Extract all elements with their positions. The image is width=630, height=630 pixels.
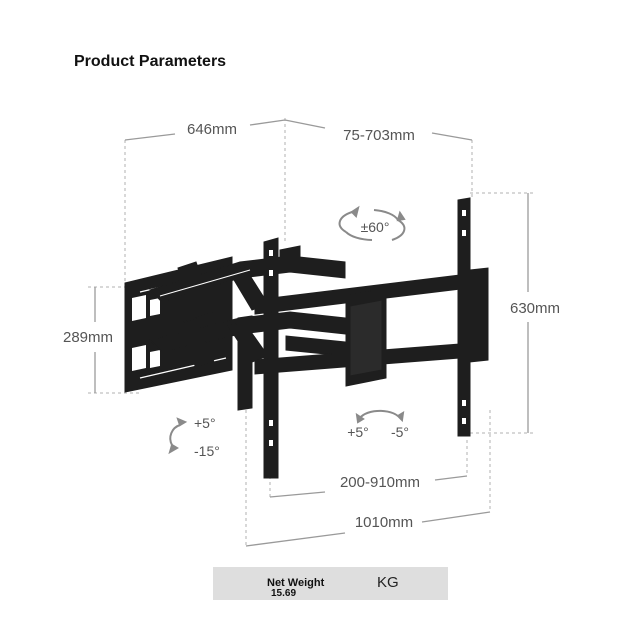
upper-arm	[149, 245, 346, 319]
total-width-label: 1010mm	[355, 514, 413, 531]
tilt-depth-label: 75-703mm	[343, 127, 415, 144]
vesa-height-label: 630mm	[510, 300, 560, 317]
level-adjust-icon	[355, 409, 405, 424]
tilt-rotation-icon	[168, 417, 188, 455]
level-minus-label: -5°	[391, 424, 409, 440]
dimension-labels: 646mm 75-703mm 289mm 630mm 200-910mm 101…	[63, 121, 560, 531]
net-weight-value: 15.69	[271, 588, 297, 599]
arm-depth-label: 646mm	[187, 121, 237, 138]
tilt-up-label: +5°	[194, 415, 216, 431]
tv-mount-illustration	[124, 197, 489, 479]
right-vesa-post	[457, 197, 471, 437]
level-plus-label: +5°	[347, 424, 369, 440]
tilt-head	[345, 287, 387, 387]
swivel-rotation-icon	[338, 205, 406, 241]
swivel-angle-label: ±60°	[361, 219, 390, 235]
dimension-lines	[94, 119, 529, 547]
net-weight-label: Net Weight	[267, 577, 325, 589]
page-title: Product Parameters	[74, 53, 227, 70]
wall-plate-height-label: 289mm	[63, 329, 113, 346]
net-weight-unit: KG	[377, 574, 399, 591]
net-weight-box: Net Weight 15.69 KG	[213, 567, 448, 600]
tilt-down-label: -15°	[194, 443, 220, 459]
post-holes	[269, 210, 466, 446]
vesa-width-label: 200-910mm	[340, 474, 420, 491]
